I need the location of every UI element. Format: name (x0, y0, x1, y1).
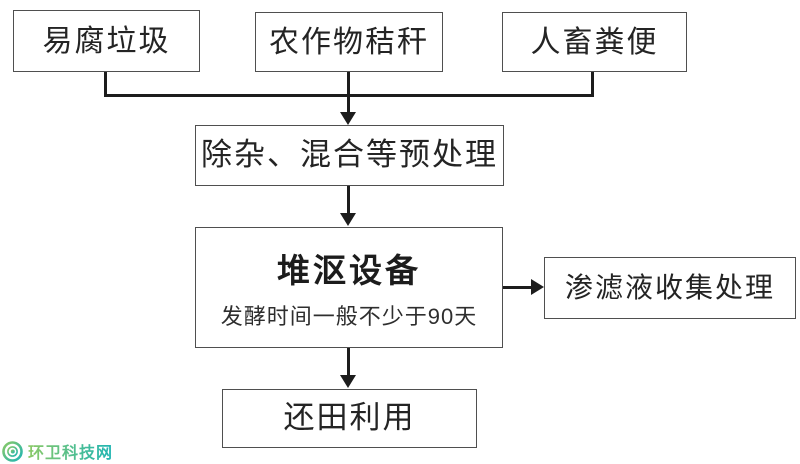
arrow-right-to-leachate-icon (531, 279, 544, 295)
watermark-site-name: 环卫科技网 (28, 439, 113, 463)
watermark-logo-icon (2, 440, 23, 462)
node-composting-equipment-title: 堆沤设备 (276, 252, 421, 289)
node-crop-straw-label: 农作物秸秆 (269, 25, 429, 59)
connector-compost-to-field (347, 348, 350, 376)
node-perishable-waste-label: 易腐垃圾 (42, 24, 171, 58)
arrow-down-to-compost-icon (340, 213, 356, 226)
node-pretreatment: 除杂、混合等预处理 (195, 125, 504, 186)
node-leachate-treatment: 渗滤液收集处理 (544, 257, 796, 319)
connector-left-drop (104, 72, 107, 97)
node-human-animal-manure-label: 人畜粪便 (530, 25, 659, 59)
arrow-down-to-pretreatment-icon (340, 112, 356, 125)
node-composting-equipment: 堆沤设备 发酵时间一般不少于90天 (195, 227, 503, 348)
node-crop-straw: 农作物秸秆 (255, 12, 443, 72)
connector-compost-to-leachate (503, 286, 532, 289)
node-field-application-label: 还田利用 (283, 400, 416, 436)
node-leachate-treatment-label: 渗滤液收集处理 (564, 271, 775, 303)
connector-pretreat-to-compost (347, 186, 350, 214)
node-perishable-waste: 易腐垃圾 (13, 10, 200, 72)
node-human-animal-manure: 人畜粪便 (502, 12, 687, 72)
arrow-down-to-field-icon (340, 375, 356, 388)
node-composting-equipment-content: 堆沤设备 发酵时间一般不少于90天 (221, 244, 477, 331)
node-field-application: 还田利用 (222, 389, 477, 448)
connector-center-stem (347, 72, 350, 113)
watermark: 环卫科技网 (2, 439, 113, 463)
node-composting-equipment-subtitle: 发酵时间一般不少于90天 (220, 304, 478, 329)
connector-right-drop (591, 72, 594, 97)
node-pretreatment-label: 除杂、混合等预处理 (201, 137, 498, 173)
